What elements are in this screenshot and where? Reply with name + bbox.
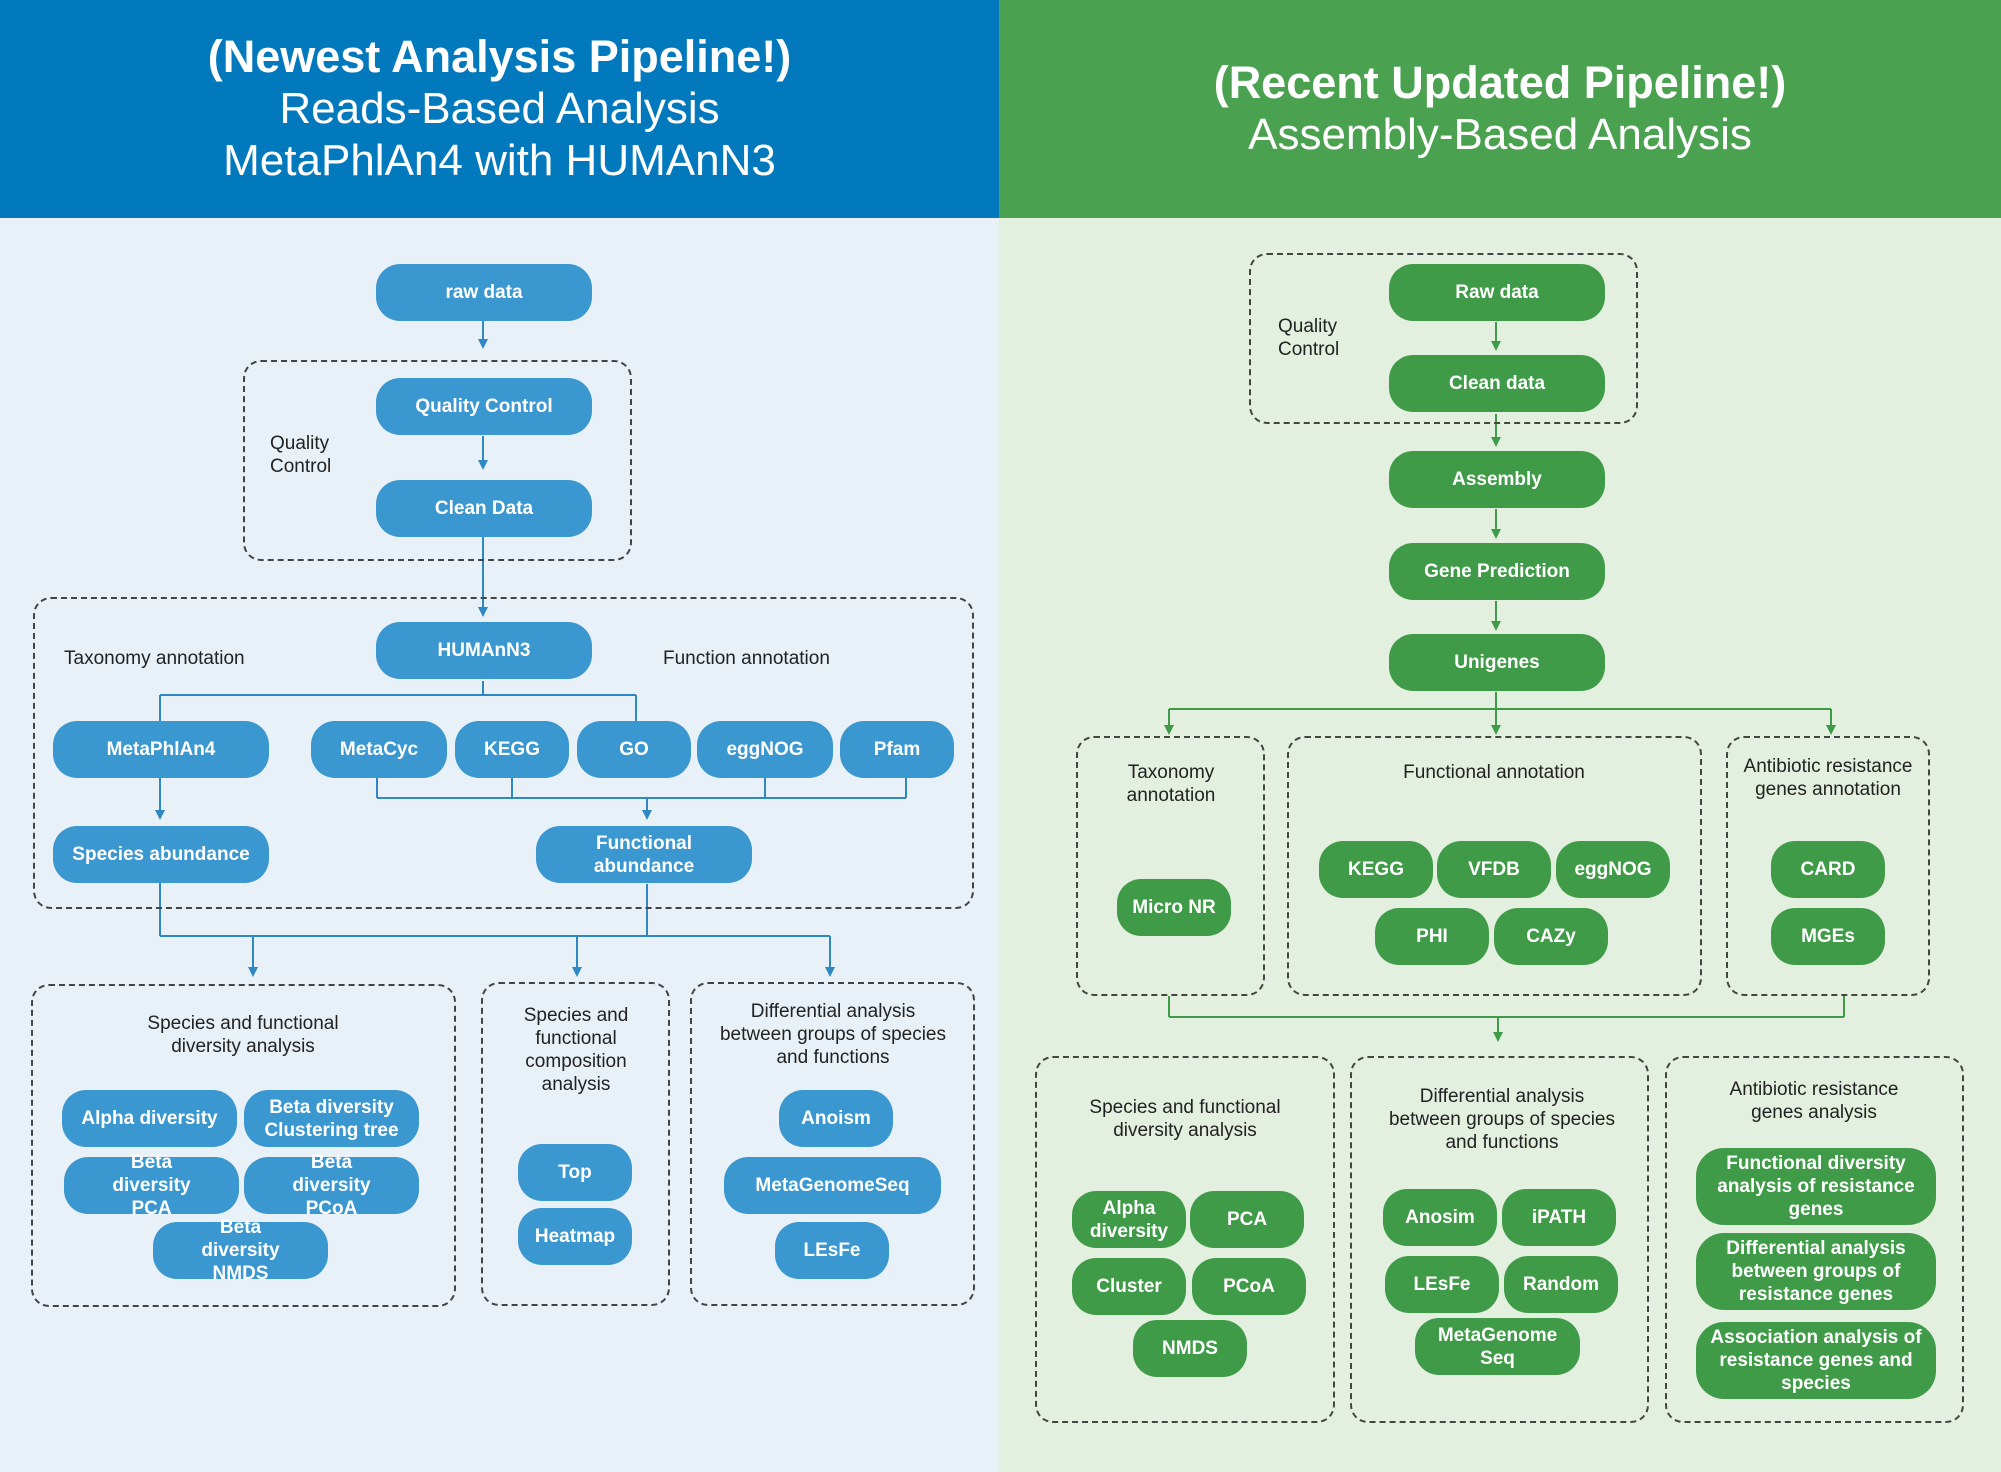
right-label-differential: Differential analysis between groups of … bbox=[1388, 1086, 1616, 1153]
quality-control-group bbox=[243, 360, 632, 561]
label-diversity-analysis: Species and functional diversity analysi… bbox=[147, 1013, 339, 1057]
node-humann3[interactable]: HUMAnN3 bbox=[376, 622, 592, 679]
right-differential-group bbox=[1350, 1056, 1649, 1423]
node-top[interactable]: Top bbox=[518, 1144, 632, 1201]
node-right-kegg[interactable]: KEGG bbox=[1319, 841, 1433, 898]
node-anoism[interactable]: Anoism bbox=[779, 1090, 893, 1147]
label-function-annotation: Function annotation bbox=[663, 648, 830, 669]
right-label-quality-control: Quality Control bbox=[1278, 316, 1340, 360]
header-title-newest: (Newest Analysis Pipeline!) bbox=[207, 31, 792, 82]
node-species-abundance[interactable]: Species abundance bbox=[53, 826, 269, 883]
node-metagenome-seq[interactable]: MetaGenome Seq bbox=[1415, 1318, 1580, 1375]
right-label-diversity: Species and functional diversity analysi… bbox=[1089, 1097, 1281, 1141]
label-composition-analysis: Species and functional composition analy… bbox=[523, 1005, 629, 1095]
node-mges[interactable]: MGEs bbox=[1771, 908, 1885, 965]
right-label-antibiotic-annotation: Antibiotic resistance genes annotation bbox=[1743, 756, 1913, 800]
header-title-recent: (Recent Updated Pipeline!) bbox=[1213, 57, 1787, 108]
node-lesfe[interactable]: LEsFe bbox=[775, 1222, 889, 1279]
composition-analysis-group bbox=[481, 982, 670, 1306]
node-assembly[interactable]: Assembly bbox=[1389, 451, 1605, 508]
node-ipath[interactable]: iPATH bbox=[1502, 1189, 1616, 1246]
node-metaphlan4[interactable]: MetaPhlAn4 bbox=[53, 721, 269, 778]
node-quality-control[interactable]: Quality Control bbox=[376, 378, 592, 435]
right-taxonomy-group bbox=[1076, 736, 1265, 996]
node-card[interactable]: CARD bbox=[1771, 841, 1885, 898]
node-micro-nr[interactable]: Micro NR bbox=[1117, 879, 1231, 936]
right-antibiotic-annotation-group bbox=[1726, 736, 1930, 996]
node-cazy[interactable]: CAZy bbox=[1494, 908, 1608, 965]
node-beta-pca[interactable]: Beta diversity PCA bbox=[64, 1152, 239, 1219]
node-anosim[interactable]: Anosim bbox=[1383, 1189, 1497, 1246]
header-subtitle-reads: Reads-Based Analysis bbox=[279, 84, 720, 133]
node-cluster[interactable]: Cluster bbox=[1072, 1258, 1186, 1315]
node-kegg[interactable]: KEGG bbox=[455, 721, 569, 778]
right-diversity-group bbox=[1035, 1056, 1335, 1423]
node-heatmap[interactable]: Heatmap bbox=[518, 1208, 632, 1265]
right-label-taxonomy: Taxonomy annotation bbox=[1126, 762, 1216, 806]
node-random[interactable]: Random bbox=[1504, 1256, 1618, 1313]
node-pfam[interactable]: Pfam bbox=[840, 721, 954, 778]
label-differential-analysis: Differential analysis between groups of … bbox=[719, 1001, 947, 1068]
node-alpha-diversity-right[interactable]: Alpha diversity bbox=[1072, 1191, 1186, 1248]
right-functional-group bbox=[1287, 736, 1702, 996]
label-quality-control: Quality Control bbox=[270, 433, 332, 477]
node-right-pca[interactable]: PCA bbox=[1190, 1191, 1304, 1248]
right-label-functional: Functional annotation bbox=[1403, 762, 1585, 783]
node-beta-nmds[interactable]: Beta diversity NMDS bbox=[153, 1217, 328, 1284]
header-subtitle-assembly: Assembly-Based Analysis bbox=[1248, 110, 1752, 159]
right-quality-control-group bbox=[1249, 253, 1638, 424]
right-antibiotic-analysis-group bbox=[1665, 1056, 1964, 1423]
node-association-resistance[interactable]: Association analysis of resistance genes… bbox=[1696, 1322, 1936, 1399]
assembly-based-header: (Recent Updated Pipeline!) Assembly-Base… bbox=[999, 0, 2001, 218]
node-beta-pcoa[interactable]: Beta diversity PCoA bbox=[244, 1152, 419, 1219]
node-differential-resistance[interactable]: Differential analysis between groups of … bbox=[1696, 1233, 1936, 1310]
node-alpha-diversity[interactable]: Alpha diversity bbox=[62, 1090, 237, 1147]
node-metagenomeseq[interactable]: MetaGenomeSeq bbox=[724, 1157, 941, 1214]
node-unigenes[interactable]: Unigenes bbox=[1389, 634, 1605, 691]
node-right-pcoa[interactable]: PCoA bbox=[1192, 1258, 1306, 1315]
node-beta-clustering[interactable]: Beta diversity Clustering tree bbox=[244, 1090, 419, 1147]
node-right-raw-data[interactable]: Raw data bbox=[1389, 264, 1605, 321]
node-right-eggnog[interactable]: eggNOG bbox=[1556, 841, 1670, 898]
annotation-group bbox=[33, 597, 974, 909]
node-gene-prediction[interactable]: Gene Prediction bbox=[1389, 543, 1605, 600]
diversity-analysis-group bbox=[31, 984, 456, 1307]
right-label-antibiotic-analysis: Antibiotic resistance genes analysis bbox=[1729, 1079, 1899, 1123]
node-functional-abundance[interactable]: Functional abundance bbox=[536, 826, 752, 883]
node-right-lesfe[interactable]: LEsFe bbox=[1385, 1256, 1499, 1313]
node-functional-diversity-resistance[interactable]: Functional diversity analysis of resista… bbox=[1696, 1148, 1936, 1225]
node-raw-data[interactable]: raw data bbox=[376, 264, 592, 321]
label-taxonomy-annotation: Taxonomy annotation bbox=[64, 648, 245, 669]
node-eggnog[interactable]: eggNOG bbox=[697, 721, 833, 778]
header-subtitle-tools: MetaPhlAn4 with HUMAnN3 bbox=[223, 136, 776, 185]
node-metacyc[interactable]: MetaCyc bbox=[311, 721, 447, 778]
node-clean-data[interactable]: Clean Data bbox=[376, 480, 592, 537]
differential-analysis-group bbox=[690, 982, 975, 1306]
node-phi[interactable]: PHI bbox=[1375, 908, 1489, 965]
node-go[interactable]: GO bbox=[577, 721, 691, 778]
node-vfdb[interactable]: VFDB bbox=[1437, 841, 1551, 898]
node-right-clean-data[interactable]: Clean data bbox=[1389, 355, 1605, 412]
node-right-nmds[interactable]: NMDS bbox=[1133, 1320, 1247, 1377]
reads-based-header: (Newest Analysis Pipeline!) Reads-Based … bbox=[0, 0, 999, 218]
